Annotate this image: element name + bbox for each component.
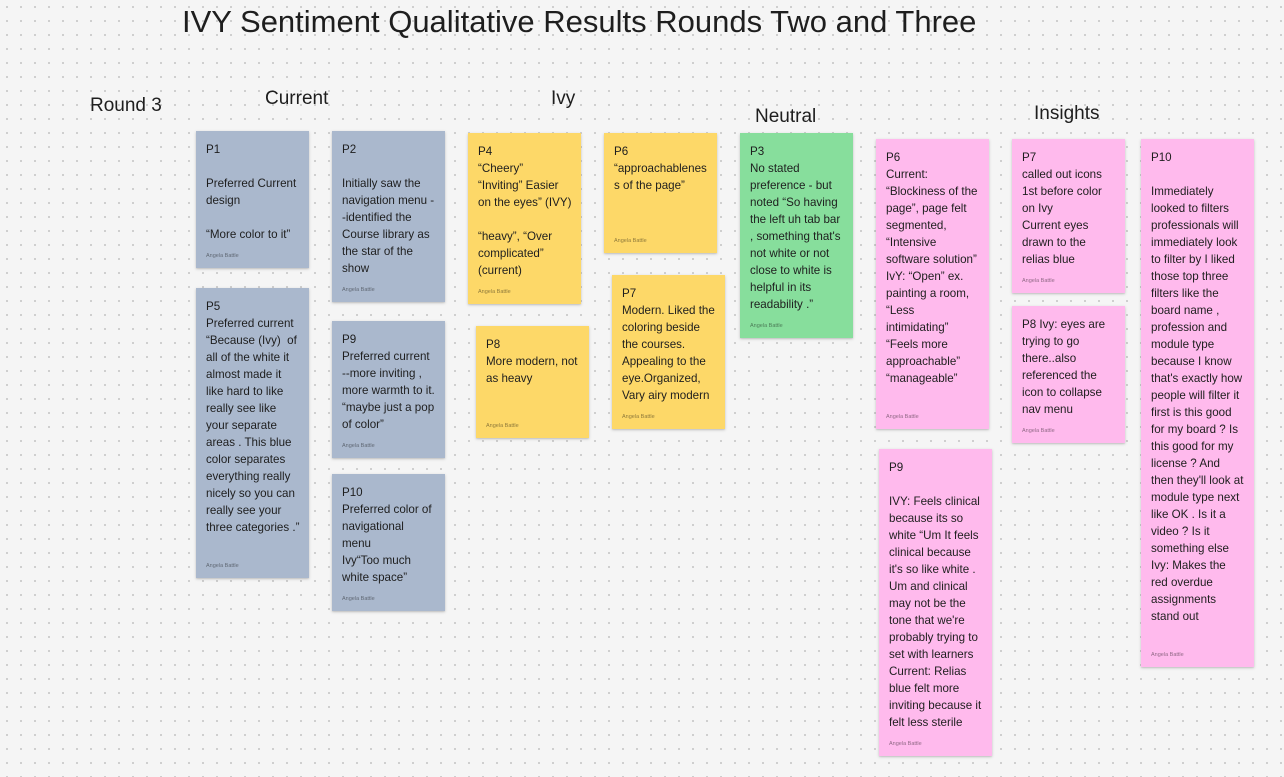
sticky-note-text: P3 No stated preference - but noted “So … <box>750 145 841 311</box>
sticky-note-p8-insight[interactable]: P8 Ivy: eyes are trying to go there..als… <box>1012 306 1125 443</box>
sticky-note-author: Angela Battle <box>750 323 783 329</box>
sticky-note-text: P8 More modern, not as heavy <box>486 338 578 385</box>
sticky-note-p9-insight[interactable]: P9 IVY: Feels clinical because its so wh… <box>879 449 992 756</box>
sticky-note-p7-insight[interactable]: P7 called out icons 1st before color on … <box>1012 139 1125 293</box>
sticky-note-author: Angela Battle <box>1022 428 1055 434</box>
board-title: IVY Sentiment Qualitative Results Rounds… <box>182 4 977 39</box>
sticky-note-text: P2 Initially saw the navigation menu --i… <box>342 143 435 275</box>
heading-ivy[interactable]: Ivy <box>551 88 576 109</box>
sticky-note-p6-ivy[interactable]: P6 “approachableness of the page” Angela… <box>604 133 717 253</box>
sticky-note-author: Angela Battle <box>342 596 375 602</box>
sticky-note-p10-insight[interactable]: P10 Immediately looked to filters profes… <box>1141 139 1254 667</box>
sticky-note-author: Angela Battle <box>889 741 922 747</box>
sticky-note-author: Angela Battle <box>478 289 511 295</box>
sticky-note-p2[interactable]: P2 Initially saw the navigation menu --i… <box>332 131 445 302</box>
sticky-note-p1[interactable]: P1 Preferred Current design “More color … <box>196 131 309 268</box>
sticky-note-text: P10 Immediately looked to filters profes… <box>1151 151 1244 623</box>
sticky-note-author: Angela Battle <box>886 414 919 420</box>
sticky-note-author: Angela Battle <box>342 287 375 293</box>
sticky-note-p9-current[interactable]: P9 Preferred current --more inviting , m… <box>332 321 445 458</box>
sticky-note-author: Angela Battle <box>622 414 655 420</box>
sticky-note-p5[interactable]: P5 Preferred current “Because (Ivy) of a… <box>196 288 309 578</box>
sticky-note-text: P9 IVY: Feels clinical because its so wh… <box>889 461 982 729</box>
sticky-note-p4[interactable]: P4 “Cheery” “Inviting” Easier on the eye… <box>468 133 581 304</box>
sticky-note-text: P8 Ivy: eyes are trying to go there..als… <box>1022 318 1109 416</box>
sticky-note-text: P6 Current: “Blockiness of the page”, pa… <box>886 151 978 385</box>
sticky-note-p7-ivy[interactable]: P7 Modern. Liked the coloring beside the… <box>612 275 725 429</box>
sticky-note-text: P5 Preferred current “Because (Ivy) of a… <box>206 300 300 534</box>
sticky-note-author: Angela Battle <box>206 563 239 569</box>
sticky-note-text: P7 Modern. Liked the coloring beside the… <box>622 287 715 402</box>
heading-insights[interactable]: Insights <box>1034 103 1100 124</box>
heading-current[interactable]: Current <box>265 88 329 109</box>
sticky-note-p8-ivy[interactable]: P8 More modern, not as heavy Angela Batt… <box>476 326 589 438</box>
sticky-note-p3[interactable]: P3 No stated preference - but noted “So … <box>740 133 853 338</box>
heading-round-3[interactable]: Round 3 <box>90 95 162 116</box>
sticky-note-text: P10 Preferred color of navigational menu… <box>342 486 432 584</box>
sticky-note-author: Angela Battle <box>486 423 519 429</box>
sticky-note-text: P1 Preferred Current design “More color … <box>206 143 297 241</box>
sticky-note-p10-current[interactable]: P10 Preferred color of navigational menu… <box>332 474 445 611</box>
sticky-note-text: P4 “Cheery” “Inviting” Easier on the eye… <box>478 145 572 277</box>
sticky-note-author: Angela Battle <box>342 443 375 449</box>
sticky-note-p6-insight[interactable]: P6 Current: “Blockiness of the page”, pa… <box>876 139 989 429</box>
sticky-note-text: P6 “approachableness of the page” <box>614 145 707 192</box>
sticky-note-author: Angela Battle <box>206 253 239 259</box>
sticky-note-author: Angela Battle <box>1151 652 1184 658</box>
sticky-note-author: Angela Battle <box>1022 278 1055 284</box>
sticky-note-author: Angela Battle <box>614 238 647 244</box>
sticky-note-text: P9 Preferred current --more inviting , m… <box>342 333 435 431</box>
sticky-note-text: P7 called out icons 1st before color on … <box>1022 151 1102 266</box>
heading-neutral[interactable]: Neutral <box>755 106 817 127</box>
